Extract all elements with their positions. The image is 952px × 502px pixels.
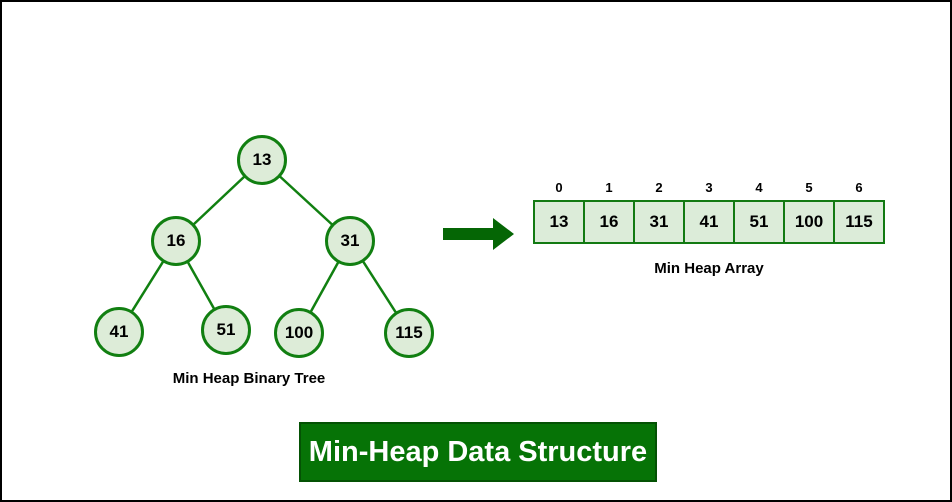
array-index-label: 2 <box>655 180 663 195</box>
tree-node: 31 <box>325 216 375 266</box>
right-arrow-icon <box>443 217 515 251</box>
tree-node-value: 13 <box>252 150 272 169</box>
title-banner: Min-Heap Data Structure <box>299 422 657 482</box>
array-cell: 115 <box>833 200 885 244</box>
array-cell-value: 115 <box>845 212 873 231</box>
array-index-label: 4 <box>755 180 763 195</box>
array-index-label: 3 <box>705 180 713 195</box>
array-cell-value: 13 <box>549 212 569 231</box>
array-index-row: 0 1 2 3 4 5 6 <box>533 178 893 198</box>
tree-caption: Min Heap Binary Tree <box>172 370 326 387</box>
tree-node: 41 <box>94 307 144 357</box>
array-cell-value: 51 <box>749 212 769 231</box>
tree-node: 51 <box>201 305 251 355</box>
tree-node-value: 31 <box>340 231 360 250</box>
array-cell: 41 <box>683 200 735 244</box>
tree-node: 115 <box>384 308 434 358</box>
tree-node-value: 115 <box>395 323 423 342</box>
array-cell-value: 31 <box>649 212 669 231</box>
array-index-label: 0 <box>555 180 563 195</box>
array-cell: 16 <box>583 200 635 244</box>
array-cell-value: 100 <box>794 212 824 231</box>
array-cell: 51 <box>733 200 785 244</box>
array-caption: Min Heap Array <box>654 260 764 277</box>
page-title: Min-Heap Data Structure <box>308 435 648 468</box>
heap-array: 0 1 2 3 4 5 6 13 16 31 41 51 <box>533 178 893 244</box>
tree-node: 100 <box>274 308 324 358</box>
array-cell: 31 <box>633 200 685 244</box>
array-index-label: 6 <box>855 180 863 195</box>
array-cell: 100 <box>783 200 835 244</box>
tree-node-value: 51 <box>216 320 236 339</box>
array-index-label: 5 <box>805 180 813 195</box>
tree-node-value: 100 <box>284 323 314 342</box>
array-cell-value: 41 <box>699 212 719 231</box>
tree-node-value: 41 <box>109 322 129 341</box>
array-index-label: 1 <box>605 180 613 195</box>
array-cell-value: 16 <box>599 212 619 231</box>
tree-node-value: 16 <box>166 231 186 250</box>
array-cell: 13 <box>533 200 585 244</box>
tree-node: 16 <box>151 216 201 266</box>
tree-node-root: 13 <box>237 135 287 185</box>
array-cell-row: 13 16 31 41 51 100 115 <box>533 200 893 244</box>
